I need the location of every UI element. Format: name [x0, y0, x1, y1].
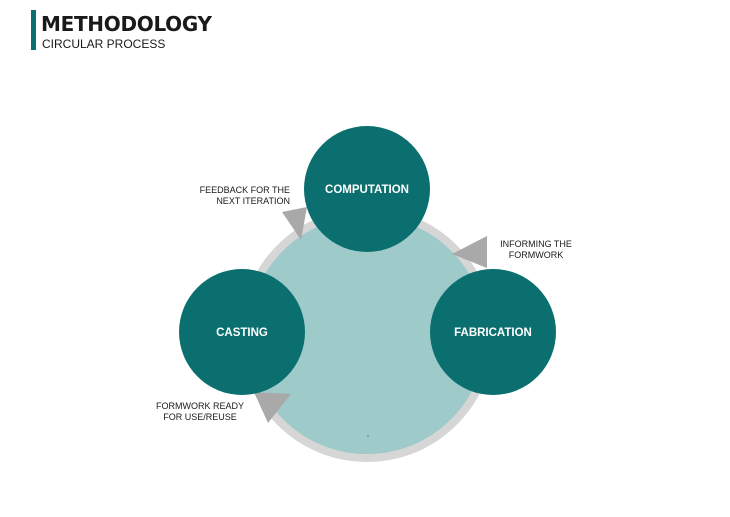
node-casting-label: CASTING: [216, 327, 268, 339]
arrow-formwork-ready-icon: [254, 392, 291, 423]
center-circle: [248, 216, 486, 454]
arrow-informing-icon: [452, 236, 487, 268]
node-casting: CASTING: [179, 269, 305, 395]
edge-label-informing: INFORMING THE FORMWORK: [500, 239, 572, 260]
page-subtitle: CIRCULAR PROCESS: [42, 37, 166, 51]
node-computation-label: COMPUTATION: [325, 184, 409, 196]
edge-label-feedback: FEEDBACK FOR THE NEXT ITERATION: [199, 185, 290, 206]
node-fabrication: FABRICATION: [430, 269, 556, 395]
node-computation: COMPUTATION: [304, 126, 430, 252]
node-fabrication-label: FABRICATION: [454, 327, 532, 339]
arrow-feedback-icon: [282, 207, 307, 240]
center-mark: -: [367, 431, 370, 440]
page-title: METHODOLOGY: [41, 12, 212, 36]
edge-label-formwork-ready: FORMWORK READY FOR USE/REUSE: [155, 401, 244, 422]
title-accent-bar: [31, 10, 36, 50]
